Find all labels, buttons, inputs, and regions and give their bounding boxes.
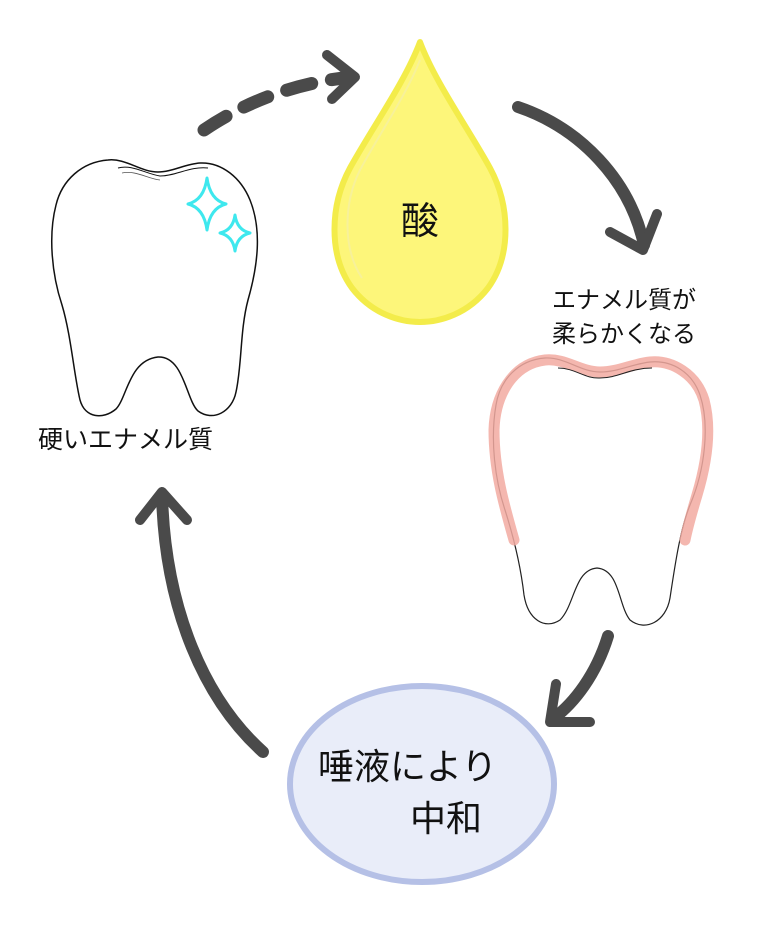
hard-enamel-label: 硬いエナメル質 bbox=[38, 425, 214, 454]
acid-label: 酸 bbox=[400, 199, 439, 243]
saliva-neutralization-label: 唾液により 中和 bbox=[318, 742, 497, 846]
softened-tooth-crown-line bbox=[557, 367, 653, 379]
saliva-label-line-1: 唾液により bbox=[318, 747, 498, 788]
hard-tooth-crown-line bbox=[117, 166, 209, 177]
softened-enamel-label-line-2: 柔らかくなる bbox=[552, 320, 696, 348]
arrow-saliva-to-hard-head bbox=[135, 487, 192, 525]
arrow-tooth-to-acid-head bbox=[322, 50, 360, 104]
arrow-acid-to-softened bbox=[512, 101, 650, 251]
cycle-arrows bbox=[135, 50, 662, 758]
saliva-label-line-2: 中和 bbox=[410, 799, 483, 840]
acid-drop-inner-edge bbox=[346, 59, 421, 279]
sparkle-icon bbox=[186, 176, 252, 253]
arrow-saliva-to-hard bbox=[156, 489, 269, 758]
arrow-tooth-to-acid bbox=[197, 70, 359, 137]
arrow-softened-to-saliva bbox=[548, 630, 614, 724]
drop-icon bbox=[331, 39, 509, 325]
softened-enamel-label: エナメル質が 柔らかくなる bbox=[552, 283, 696, 351]
softened-tooth bbox=[488, 354, 714, 626]
saliva-bubble bbox=[287, 683, 557, 885]
acid-drop-shape bbox=[331, 39, 509, 325]
softened-tooth-outline bbox=[492, 357, 706, 626]
hard-tooth bbox=[50, 159, 259, 417]
sparkle-large-icon bbox=[186, 176, 228, 232]
softened-enamel-label-line-1: エナメル質が bbox=[552, 286, 696, 314]
arrow-softened-to-saliva-head bbox=[545, 679, 595, 727]
arrow-acid-to-softened-head bbox=[605, 209, 662, 255]
sparkle-small-icon bbox=[218, 213, 252, 253]
hard-tooth-outline bbox=[50, 159, 259, 417]
softened-enamel-highlight bbox=[488, 354, 714, 546]
hard-tooth-crown-line-2 bbox=[121, 171, 161, 181]
